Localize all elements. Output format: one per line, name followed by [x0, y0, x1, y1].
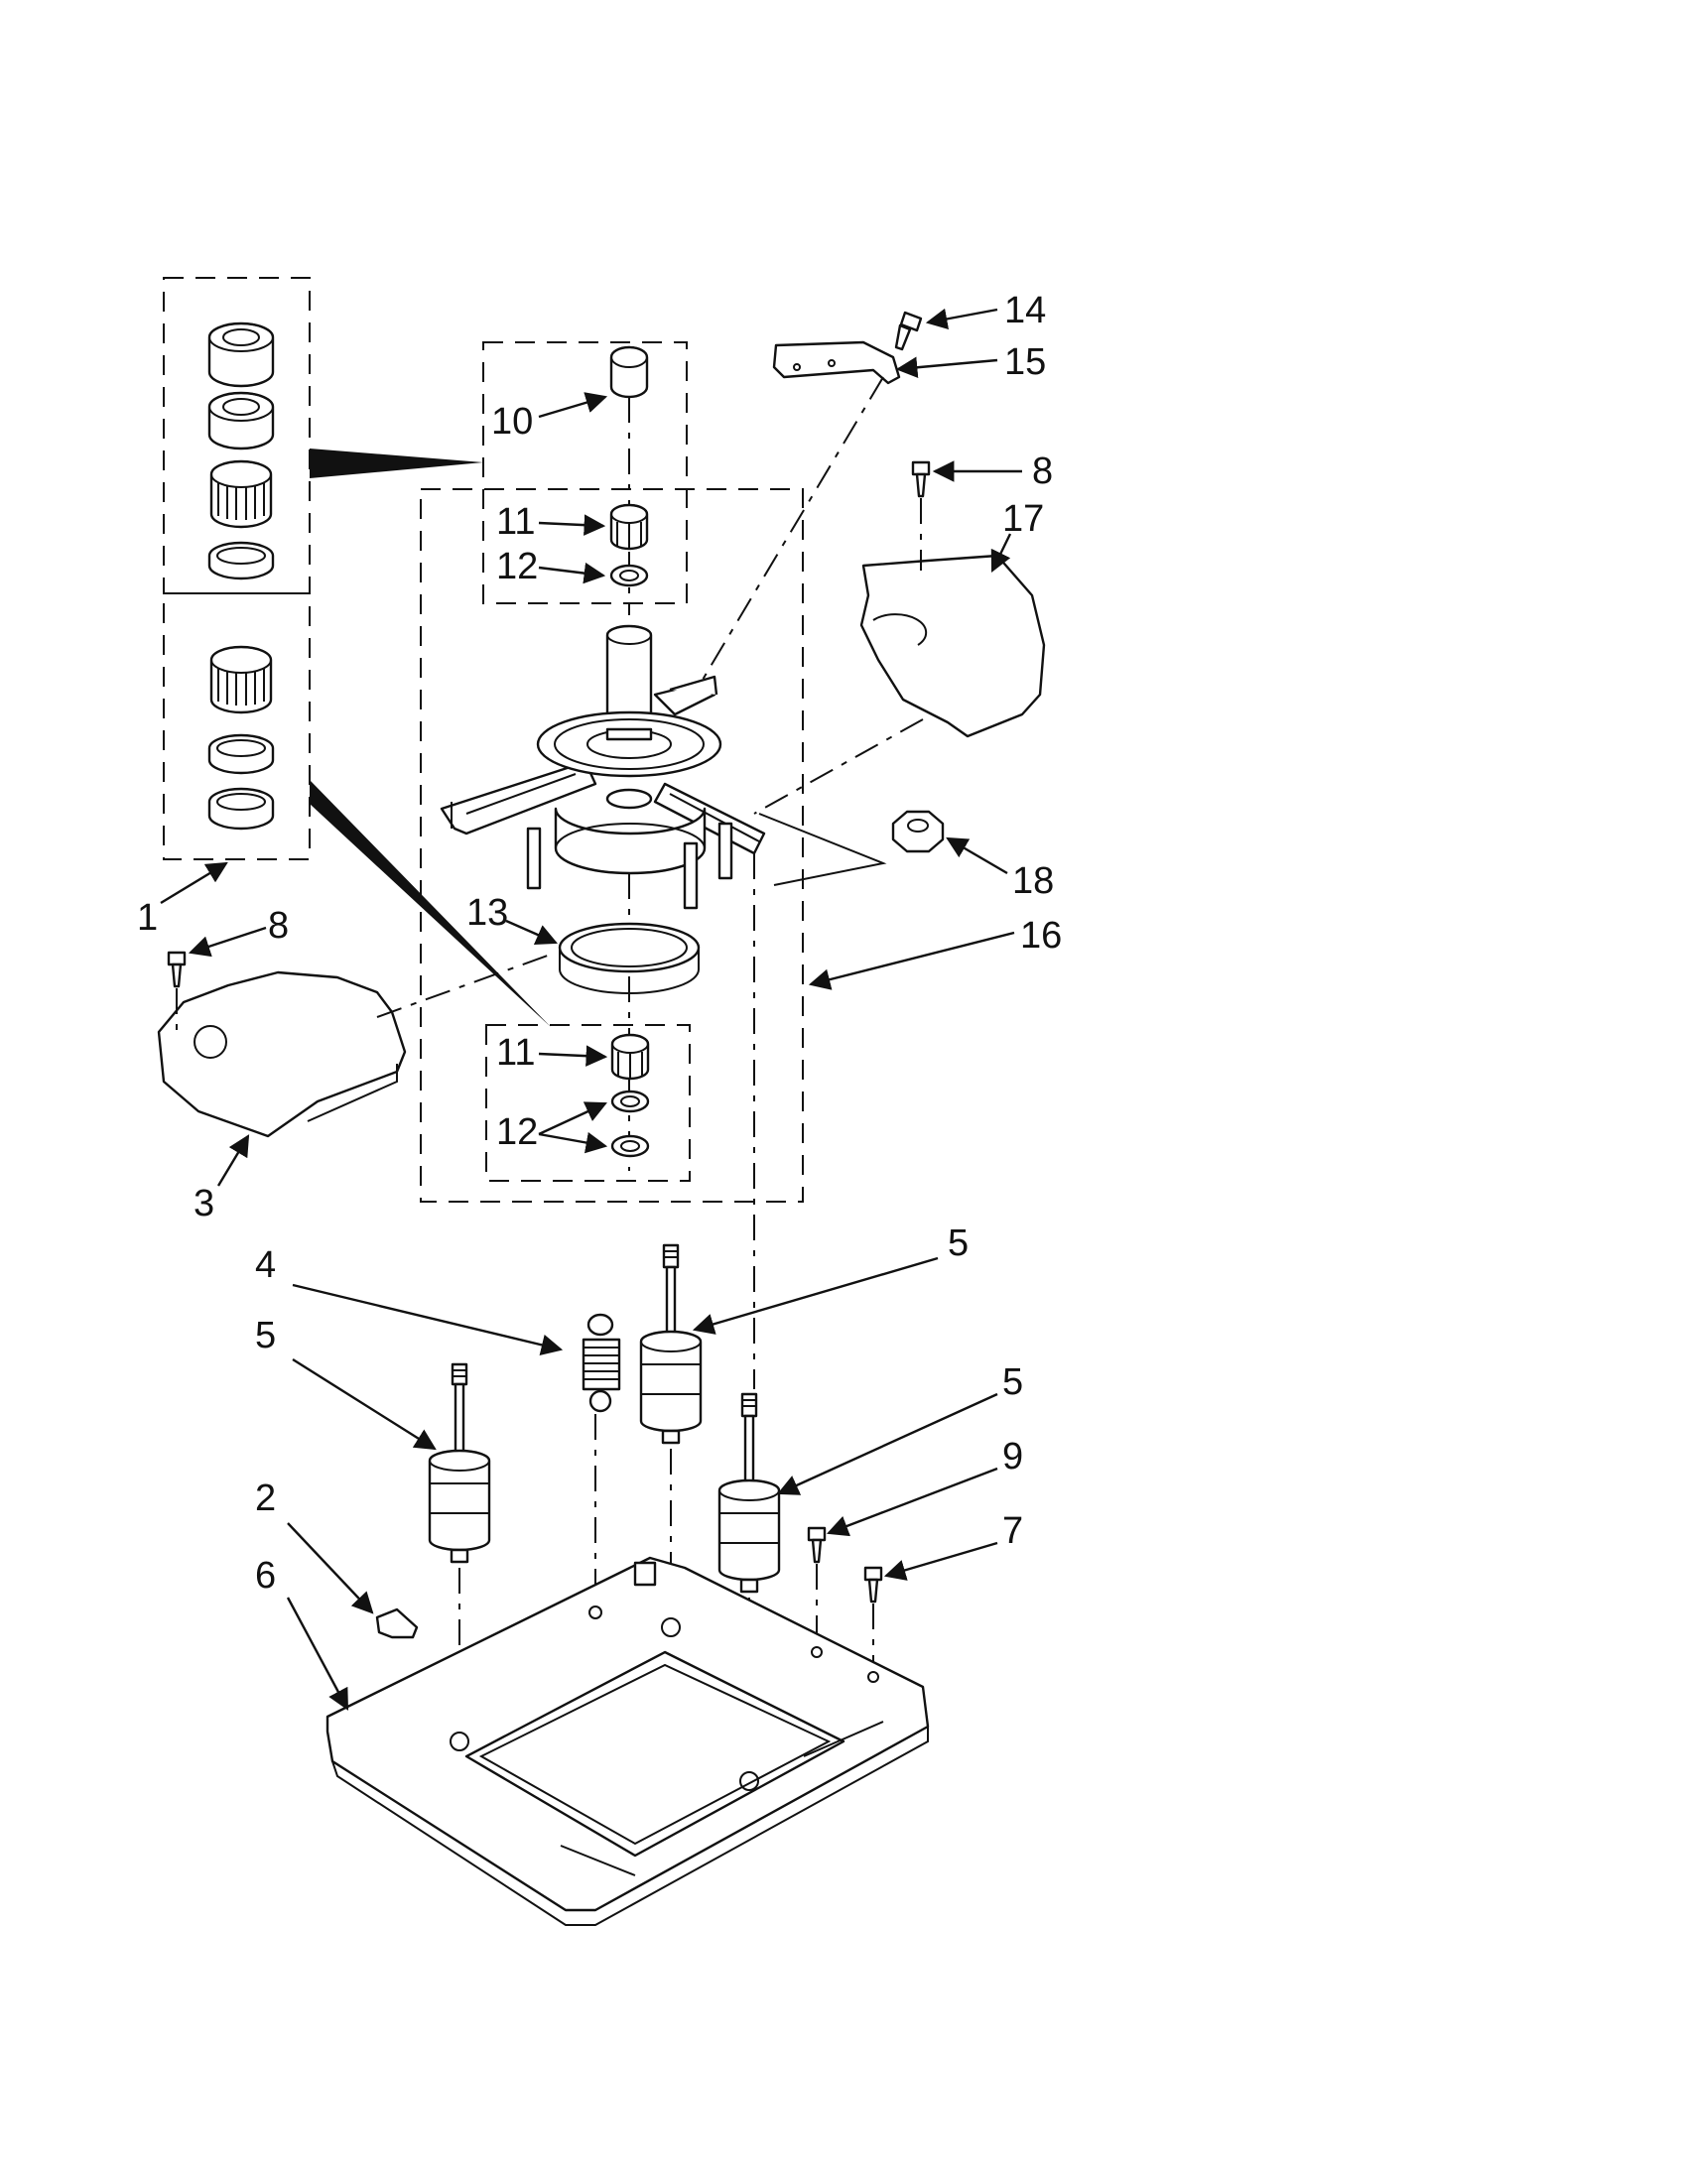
- screw-14: [894, 311, 923, 351]
- lower-bearings: [610, 1033, 650, 1158]
- callout-11-bottom: 11: [496, 1032, 535, 1074]
- callout-16: 16: [1020, 915, 1062, 957]
- kit-wedge-lower: [310, 780, 551, 1027]
- screw-8-left: [167, 951, 187, 1032]
- shield-3: [157, 952, 557, 1138]
- leader-lines: [160, 308, 1022, 1711]
- nut-18: [758, 810, 945, 886]
- upper-bearings: [609, 345, 649, 615]
- base-frame-6: [325, 1556, 930, 1926]
- callout-14: 14: [1004, 290, 1046, 331]
- drive-belt-13: [558, 873, 701, 1171]
- callout-3: 3: [194, 1183, 214, 1224]
- clip-2: [375, 1607, 419, 1639]
- callout-18: 18: [1012, 860, 1054, 902]
- callout-6: 6: [255, 1555, 276, 1597]
- transmission-assembly: [440, 624, 766, 910]
- shield-17: [753, 554, 1046, 815]
- callout-2: 2: [255, 1477, 276, 1519]
- bearing-box-top: [482, 341, 688, 604]
- callout-13: 13: [466, 892, 508, 934]
- kit-box-lower: [163, 592, 311, 860]
- bearing-box-bottom: [485, 1024, 691, 1182]
- callout-12-top: 12: [496, 546, 538, 587]
- callout-10: 10: [491, 401, 533, 443]
- seal-kit-parts: [207, 321, 275, 831]
- kit-box-upper: [163, 277, 311, 594]
- callout-5-center: 5: [948, 1222, 969, 1264]
- callout-5-left: 5: [255, 1315, 276, 1356]
- suspension-leg-center: [639, 1243, 703, 1627]
- callout-4: 4: [255, 1244, 276, 1286]
- spring-4: [582, 1313, 621, 1612]
- kit-wedge-upper: [310, 449, 483, 478]
- callout-labels: 1 2 3 4 5 5 5 6 7 8 8 9 10 11 11 12 12 1…: [137, 290, 1062, 1597]
- callout-17: 17: [1002, 498, 1044, 540]
- callout-9: 9: [1002, 1436, 1023, 1477]
- bracket-15: [699, 340, 901, 686]
- callout-11-top: 11: [496, 501, 535, 543]
- callout-12-bottom: 12: [496, 1111, 538, 1153]
- callout-1: 1: [137, 897, 158, 939]
- callout-8-right: 8: [1032, 450, 1053, 492]
- callout-7: 7: [1002, 1510, 1023, 1552]
- transmission-box: [420, 488, 804, 1203]
- callout-5-right: 5: [1002, 1361, 1023, 1403]
- callout-8-left: 8: [268, 905, 289, 947]
- suspension-leg-left: [428, 1362, 491, 1741]
- screw-8-right: [911, 460, 931, 571]
- callout-15: 15: [1004, 341, 1046, 383]
